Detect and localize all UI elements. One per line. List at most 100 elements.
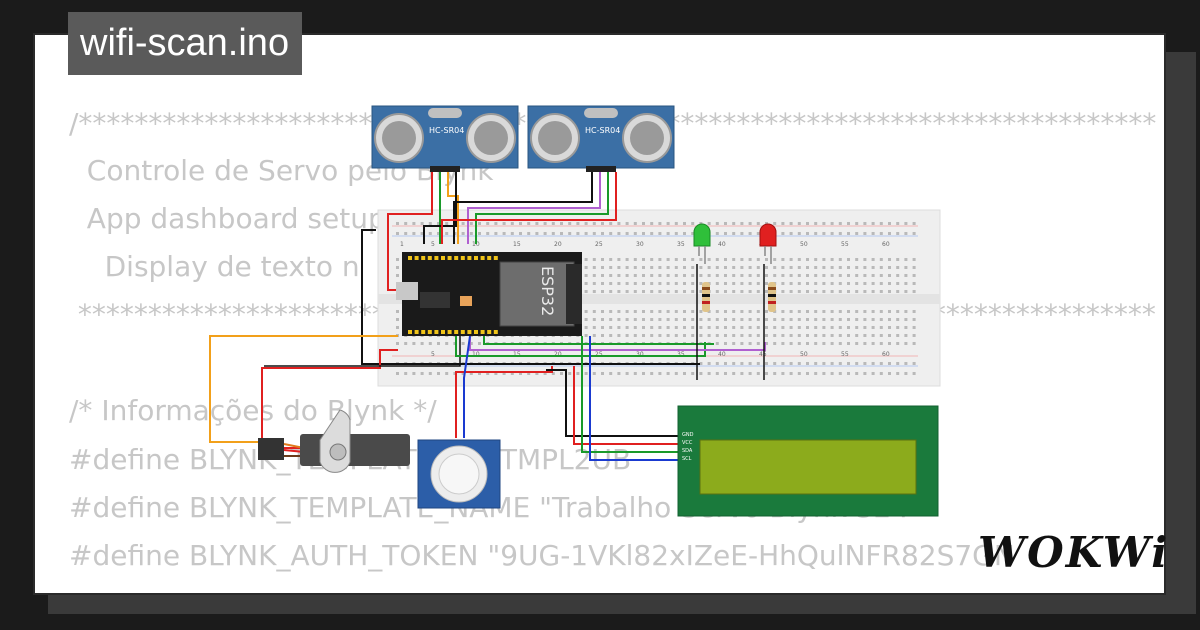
breadboard-hole <box>863 222 867 225</box>
breadboard-hole <box>830 232 834 235</box>
breadboard-hole <box>601 326 604 329</box>
breadboard-hole <box>789 232 793 235</box>
lcd-display[interactable]: GND VCC SDA SCL <box>677 405 939 517</box>
ultrasonic-sensor[interactable]: HC-SR04 <box>371 105 519 172</box>
breadboard-hole <box>912 362 916 365</box>
breadboard-hole <box>584 310 588 313</box>
breadboard-hole <box>592 274 596 277</box>
esp32-pin <box>421 330 426 334</box>
breadboard-hole <box>871 318 875 321</box>
project-title[interactable]: wifi-scan.ino <box>68 12 303 75</box>
breadboard-hole <box>814 334 818 337</box>
breadboard-hole <box>855 362 859 365</box>
breadboard-hole <box>519 232 522 235</box>
breadboard-hole <box>453 372 457 375</box>
breadboard-hole <box>584 222 588 225</box>
breadboard-hole <box>732 222 736 225</box>
breadboard-hole <box>830 222 834 225</box>
breadboard-hole <box>748 266 752 269</box>
esp32-pin <box>447 330 452 334</box>
breadboard-hole <box>814 342 818 345</box>
code-line: Display de texto n <box>69 250 360 283</box>
breadboard-hole <box>478 232 481 235</box>
breadboard-hole <box>781 362 785 365</box>
breadboard-hole <box>830 266 834 269</box>
breadboard-hole <box>715 266 719 269</box>
breadboard-hole <box>396 372 399 375</box>
breadboard-hole <box>633 282 637 285</box>
breadboard-hole <box>707 266 711 269</box>
led-green[interactable] <box>693 223 711 264</box>
breadboard-hole <box>625 334 629 337</box>
esp32-pin <box>427 256 432 260</box>
breadboard-hole <box>650 290 654 293</box>
breadboard-hole <box>789 282 793 285</box>
breadboard-hole <box>650 282 654 285</box>
resistor[interactable] <box>702 282 710 312</box>
breadboard-hole <box>748 222 752 225</box>
breadboard-hole <box>715 318 719 321</box>
breadboard-hole <box>584 290 588 293</box>
breadboard-hole <box>781 290 785 293</box>
breadboard-hole <box>584 334 588 337</box>
breadboard-hole <box>855 290 859 293</box>
breadboard-hole <box>756 362 760 365</box>
breadboard-hole <box>609 290 613 293</box>
breadboard-hole <box>601 282 604 285</box>
servo-motor[interactable] <box>258 409 410 473</box>
breadboard-hole <box>781 266 785 269</box>
breadboard-hole <box>756 282 760 285</box>
breadboard-hole <box>633 334 637 337</box>
breadboard-hole <box>855 318 859 321</box>
breadboard-hole <box>527 222 531 225</box>
breadboard-hole <box>871 326 875 329</box>
breadboard-hole <box>830 290 834 293</box>
breadboard-hole <box>740 342 744 345</box>
breadboard-hole <box>674 318 678 321</box>
breadboard-hole <box>814 372 818 375</box>
breadboard-hole <box>683 318 686 321</box>
esp32-pin <box>434 256 439 260</box>
breadboard-hole <box>543 232 547 235</box>
breadboard-hole <box>428 222 432 225</box>
breadboard-hole <box>904 310 908 313</box>
breadboard-hole <box>756 222 760 225</box>
breadboard-hole <box>428 342 432 345</box>
breadboard-hole <box>609 372 613 375</box>
breadboard-hole <box>601 266 604 269</box>
breadboard-hole <box>814 290 818 293</box>
code-line: #define BLYNK_AUTH_TOKEN "9UG-1VKl82xIZe… <box>69 539 1015 572</box>
breadboard-hole <box>879 290 883 293</box>
breadboard-hole <box>822 362 826 365</box>
breadboard-hole <box>609 326 613 329</box>
wokwi-logo[interactable]: WOKWi <box>978 528 1170 577</box>
breadboard-hole <box>642 318 645 321</box>
breadboard-hole <box>797 266 801 269</box>
resistor[interactable] <box>768 282 776 312</box>
esp32-pin <box>467 256 472 260</box>
esp32-board[interactable]: ESP32 <box>396 252 582 336</box>
pir-sensor[interactable] <box>417 439 501 509</box>
breadboard-hole <box>847 372 850 375</box>
breadboard-hole <box>699 258 703 261</box>
breadboard-hole <box>609 232 613 235</box>
breadboard-hole <box>609 222 613 225</box>
breadboard-hole <box>625 266 629 269</box>
breadboard-hole <box>806 334 809 337</box>
breadboard-hole <box>879 362 883 365</box>
breadboard-hole <box>797 326 801 329</box>
breadboard-hole <box>478 222 481 225</box>
breadboard-hole <box>740 290 744 293</box>
led-red[interactable] <box>759 223 777 264</box>
bb-col-number: 45 <box>759 351 767 358</box>
breadboard-hole <box>592 258 596 261</box>
breadboard-hole <box>650 232 654 235</box>
breadboard-hole <box>396 258 399 261</box>
breadboard-hole <box>650 372 654 375</box>
breadboard-hole <box>855 310 859 313</box>
ultrasonic-sensor[interactable]: HC-SR04 <box>527 105 675 172</box>
breadboard-hole <box>658 258 662 261</box>
breadboard-hole <box>437 232 440 235</box>
breadboard-hole <box>855 326 859 329</box>
